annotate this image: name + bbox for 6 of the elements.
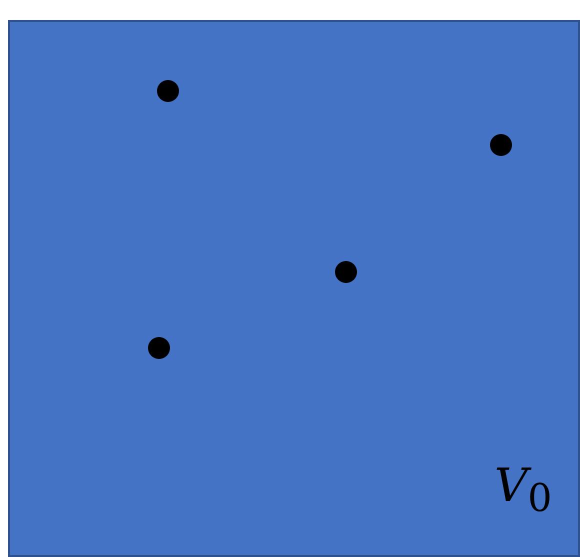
point-dot [148, 337, 170, 359]
point-dot [490, 134, 512, 156]
point-dot [335, 261, 357, 283]
region-square [8, 20, 580, 557]
region-label: V$_{0}$ [494, 462, 552, 519]
point-dot [157, 80, 179, 102]
